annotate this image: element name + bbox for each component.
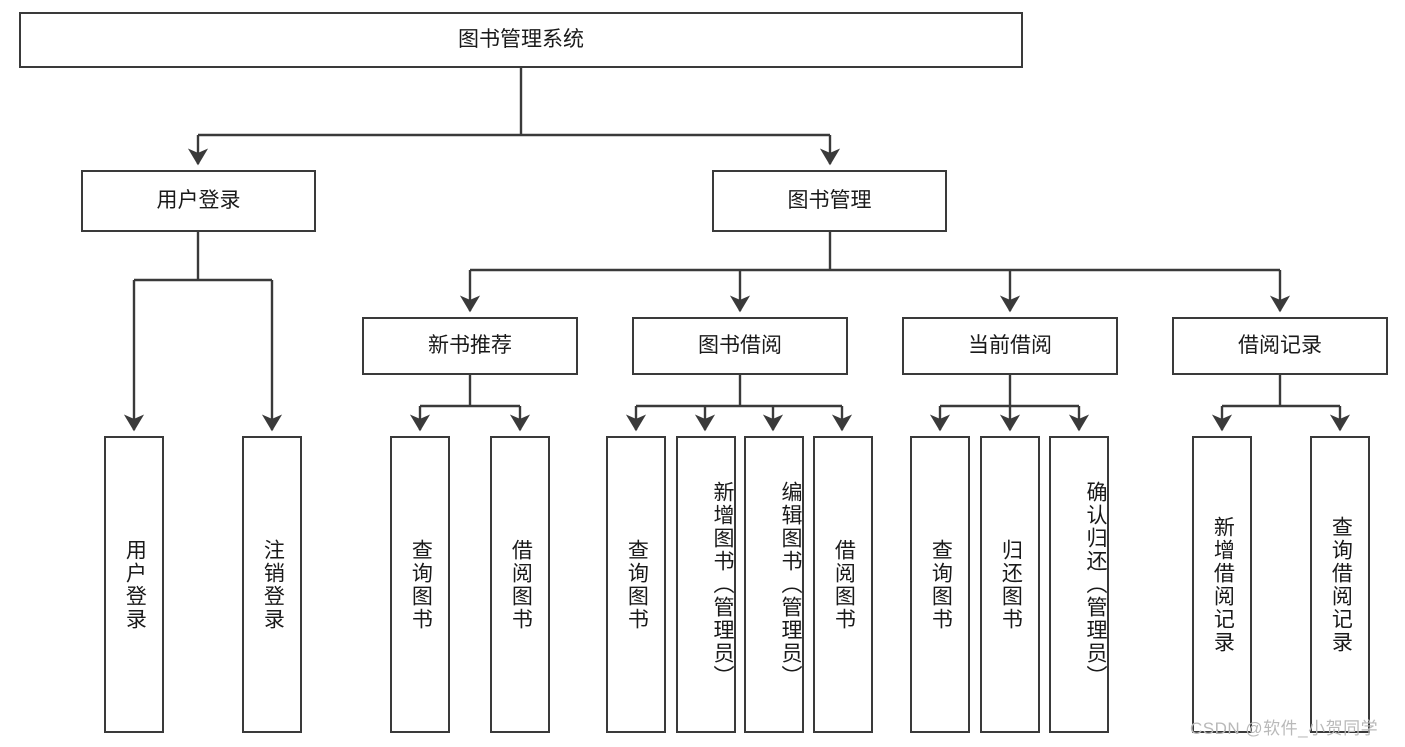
node-leaf-add-record-label: 新增借阅记录 [1211,515,1235,654]
node-leaf-query-record[interactable]: 查询借阅记录 [1310,436,1370,733]
node-leaf-query-book-1-label: 查询图书 [409,538,433,631]
node-book-borrow-label: 图书借阅 [698,333,782,357]
node-leaf-query-book-2[interactable]: 查询图书 [606,436,666,733]
node-leaf-add-book[interactable]: 新增图书（管理员） [676,436,736,733]
node-root[interactable]: 图书管理系统 [19,12,1023,68]
node-leaf-borrow-book-1-label: 借阅图书 [509,538,533,631]
node-leaf-borrow-book-2[interactable]: 借阅图书 [813,436,873,733]
node-leaf-query-record-label: 查询借阅记录 [1329,515,1353,654]
node-leaf-query-book-3-label: 查询图书 [929,538,953,631]
node-borrow-record-label: 借阅记录 [1238,333,1322,357]
node-leaf-return-book[interactable]: 归还图书 [980,436,1040,733]
node-leaf-edit-book-label: 编辑图书（管理员） [779,481,802,688]
node-leaf-query-book-2-label: 查询图书 [625,538,649,631]
node-current-borrow[interactable]: 当前借阅 [902,317,1118,375]
node-leaf-query-book-1[interactable]: 查询图书 [390,436,450,733]
node-leaf-add-record[interactable]: 新增借阅记录 [1192,436,1252,733]
node-leaf-logout[interactable]: 注销登录 [242,436,302,733]
node-leaf-edit-book[interactable]: 编辑图书（管理员） [744,436,804,733]
node-user-login-label: 用户登录 [156,188,241,212]
node-leaf-return-book-label: 归还图书 [999,538,1023,631]
node-leaf-add-book-label: 新增图书（管理员） [711,481,734,688]
node-borrow-record[interactable]: 借阅记录 [1172,317,1388,375]
node-current-borrow-label: 当前借阅 [968,333,1052,357]
node-leaf-logout-label: 注销登录 [261,538,285,631]
node-leaf-borrow-book-1[interactable]: 借阅图书 [490,436,550,733]
node-new-book-recommend-label: 新书推荐 [428,333,512,357]
node-new-book-recommend[interactable]: 新书推荐 [362,317,578,375]
node-root-label: 图书管理系统 [458,27,584,51]
node-book-management-label: 图书管理 [787,188,872,212]
node-leaf-borrow-book-2-label: 借阅图书 [832,538,856,631]
node-leaf-user-login-label: 用户登录 [123,538,147,631]
node-leaf-confirm-return-label: 确认归还（管理员） [1084,481,1107,688]
node-book-management[interactable]: 图书管理 [712,170,947,232]
node-leaf-user-login[interactable]: 用户登录 [104,436,164,733]
node-leaf-query-book-3[interactable]: 查询图书 [910,436,970,733]
watermark-text: CSDN @软件_小贺同学 [1190,719,1379,738]
node-leaf-confirm-return[interactable]: 确认归还（管理员） [1049,436,1109,733]
node-book-borrow[interactable]: 图书借阅 [632,317,848,375]
node-user-login[interactable]: 用户登录 [81,170,316,232]
